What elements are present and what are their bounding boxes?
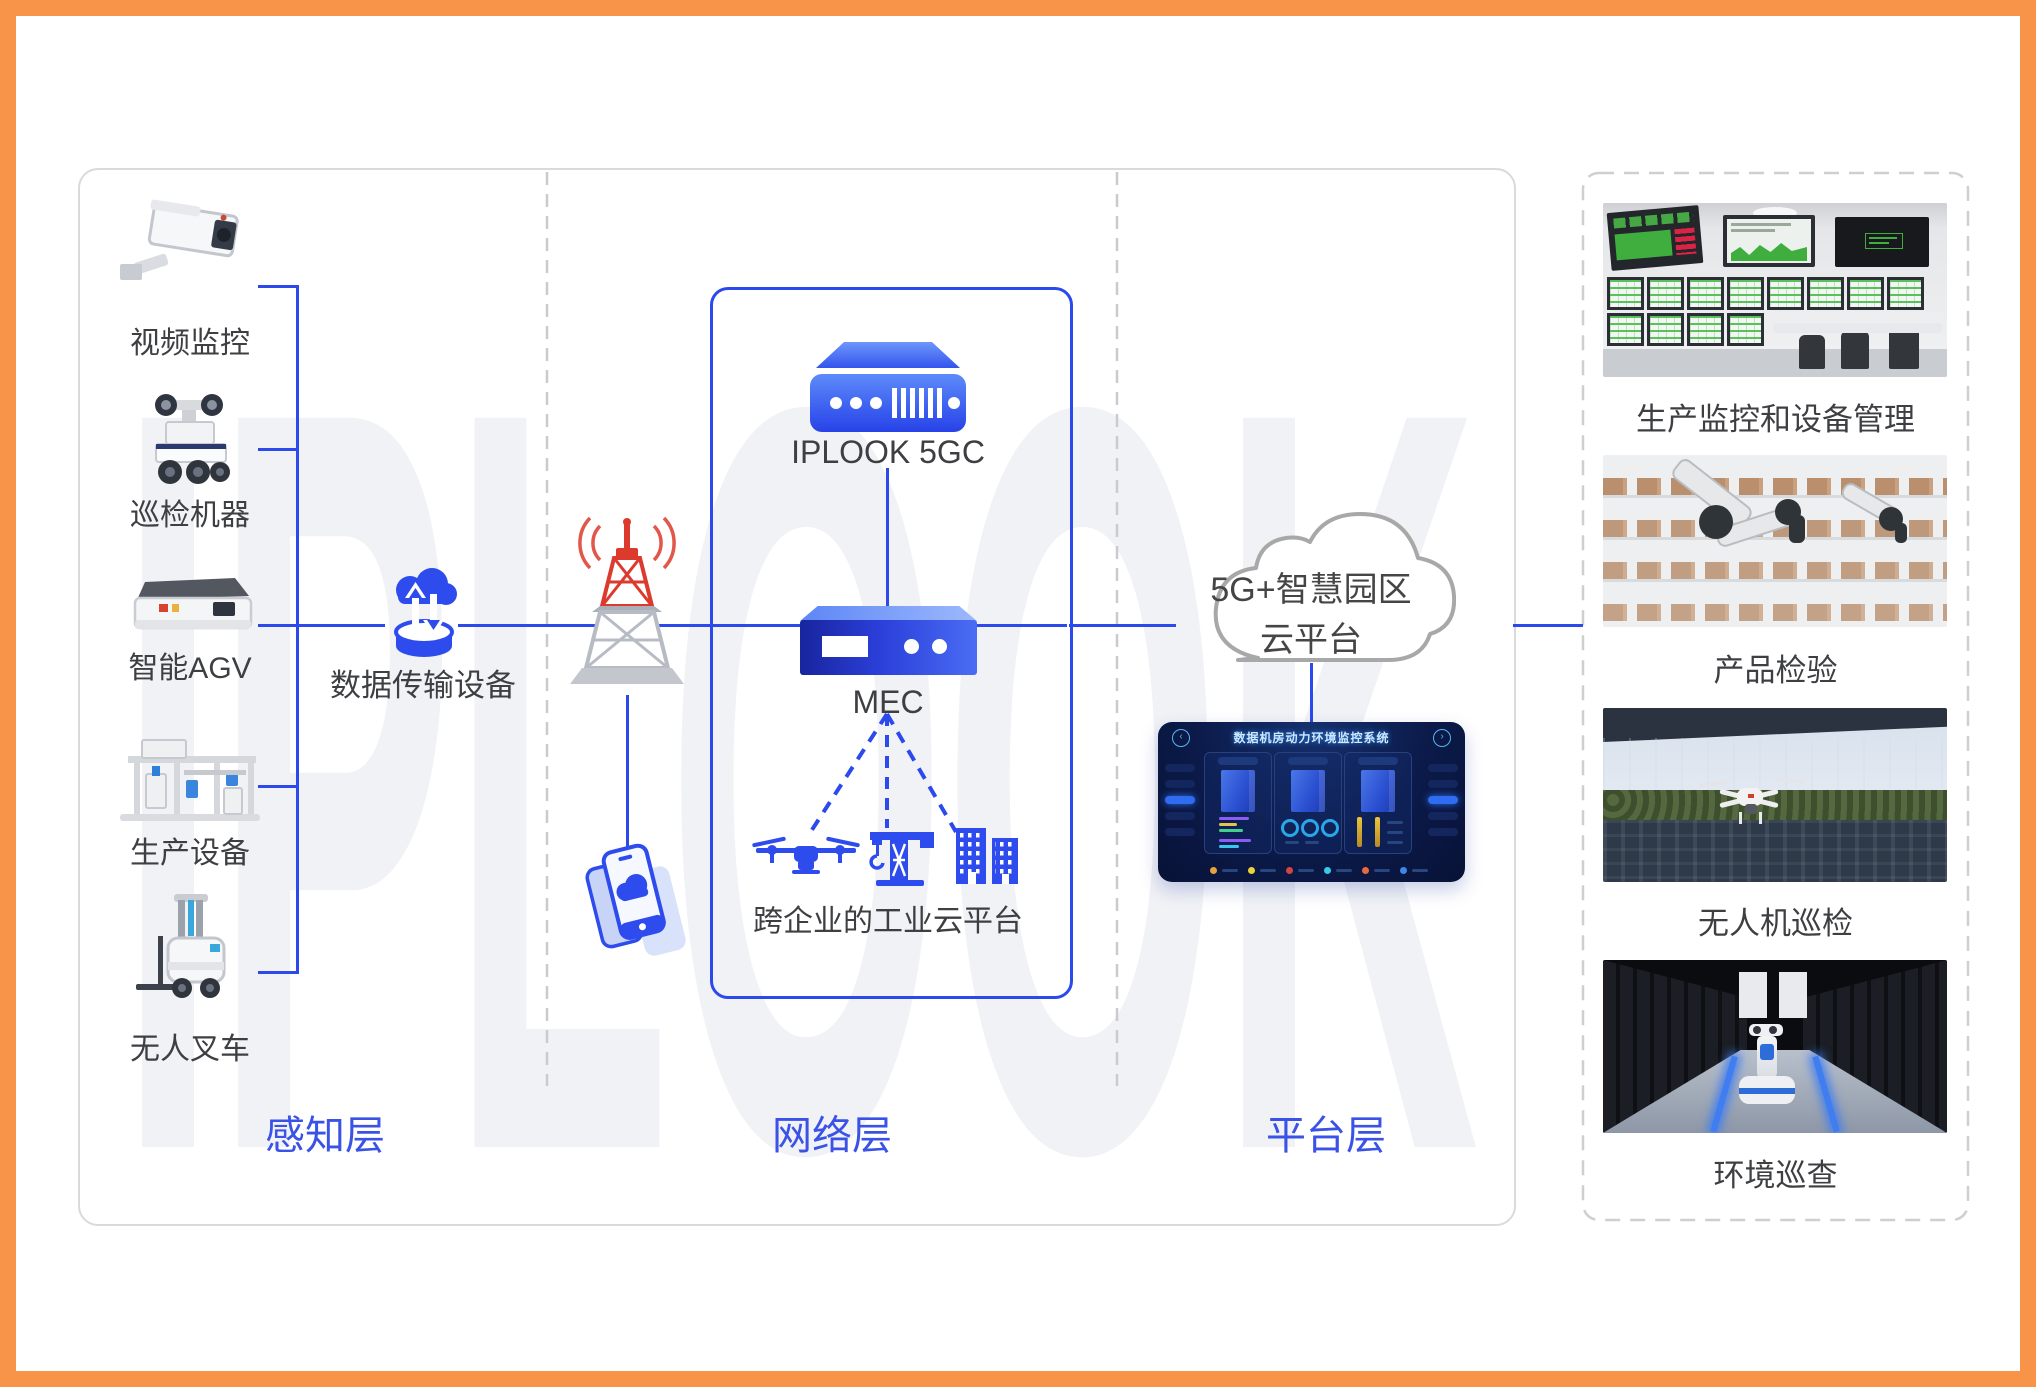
line-5gc-mec	[886, 468, 889, 606]
architecture-container	[78, 168, 1516, 1226]
app-caption-environment: 环境巡查	[1713, 1158, 1838, 1193]
cloud-label-line1: 5G+智慧园区	[1210, 571, 1412, 609]
core-server-icon	[810, 342, 966, 432]
applications-panel-border	[1581, 171, 1970, 1222]
mec-label: MEC	[852, 684, 924, 720]
dashboard-title: 数据机房动力环境监控系统	[1233, 731, 1390, 745]
mainline-mec-boxedge	[977, 624, 1067, 627]
signal-tower-icon	[570, 516, 684, 684]
transmission-label: 数据传输设备	[330, 668, 516, 703]
control-room-photo	[1603, 203, 1947, 377]
collector-line	[296, 285, 299, 974]
robot-arm-inspection-photo	[1603, 455, 1947, 627]
cloud-label-line2: 云平台	[1260, 621, 1362, 659]
drone-patrol-photo	[1603, 708, 1947, 882]
monitoring-dashboard: 数据机房动力环境监控系统 ‹ ›	[1158, 722, 1465, 882]
device-label-forklift: 无人叉车	[130, 1033, 250, 1066]
cloud-platform-shape	[1213, 512, 1456, 662]
inspection-robot-icon	[155, 394, 230, 484]
device-label-robot: 巡检机器	[130, 499, 250, 532]
mainline-agv-transfer	[258, 624, 385, 627]
connector-camera	[258, 285, 298, 288]
app-caption-monitoring: 生产监控和设备管理	[1636, 402, 1915, 437]
dashboard-prev-icon: ‹	[1172, 729, 1190, 747]
device-label-agv: 智能AGV	[128, 652, 252, 685]
core-label: IPLOOK 5GC	[791, 434, 985, 470]
dashboard-next-icon: ›	[1433, 729, 1451, 747]
datacenter-robot-photo	[1603, 960, 1947, 1133]
app-caption-drone: 无人机巡检	[1698, 906, 1853, 941]
cctv-camera-icon	[120, 199, 239, 280]
production-equipment-icon	[120, 739, 260, 821]
buildings-icon	[956, 828, 1018, 884]
crane-icon	[869, 832, 934, 886]
agv-icon	[133, 578, 253, 630]
edge-server-icon	[800, 606, 977, 675]
smartphones-icon	[585, 843, 666, 949]
mec-dashed-rays	[806, 712, 958, 838]
mainline-to-sidebar	[1513, 624, 1583, 627]
forklift-icon	[136, 894, 226, 998]
cloud-transfer-icon	[394, 568, 457, 657]
connector-robot	[258, 448, 298, 451]
layer-label-network: 网络层	[772, 1114, 892, 1158]
layer-label-platform: 平台层	[1266, 1114, 1386, 1158]
line-cloud-dashboard	[1310, 663, 1313, 723]
app-caption-inspection: 产品检验	[1713, 653, 1838, 688]
mainline-transfer-tower	[458, 624, 597, 627]
connector-production	[258, 785, 298, 788]
line-tower-phones	[626, 695, 629, 853]
mainline-box-mec	[712, 624, 800, 627]
device-label-camera: 视频监控	[130, 327, 250, 360]
device-label-production: 生产设备	[130, 837, 250, 870]
network-core-box	[710, 287, 1073, 999]
mainline-tower-box	[656, 624, 712, 627]
drone-icon	[752, 836, 860, 874]
industry-cloud-label: 跨企业的工业云平台	[753, 905, 1023, 938]
connector-forklift	[258, 971, 298, 974]
layer-label-sensing: 感知层	[265, 1114, 385, 1158]
mainline-box-cloud	[1069, 624, 1176, 627]
